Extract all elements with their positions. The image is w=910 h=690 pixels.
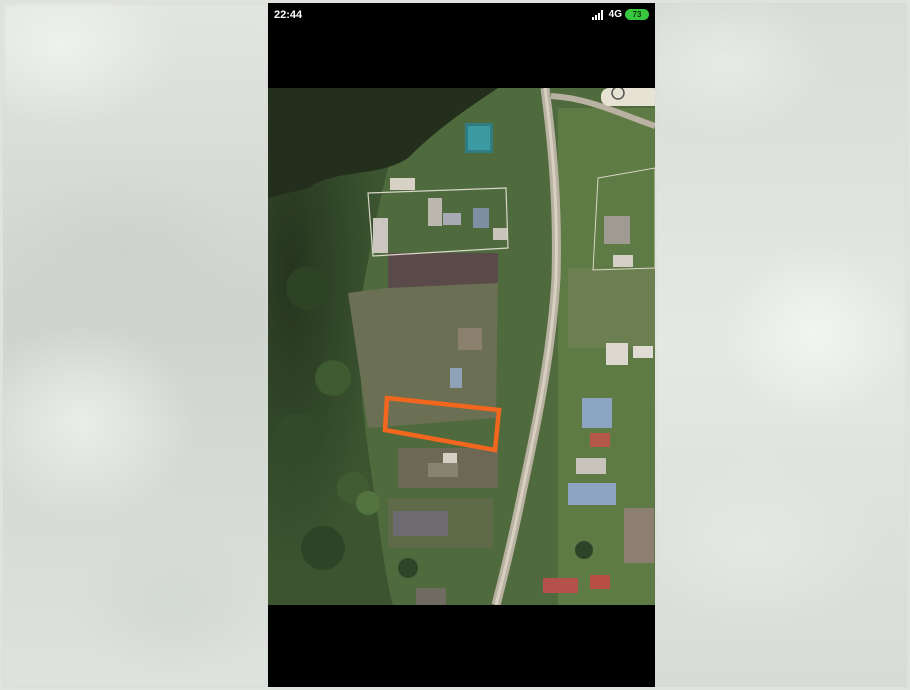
blurred-background-right — [655, 3, 907, 687]
phone-screen: 22:44 4G 73 — [268, 3, 655, 687]
status-indicators: 4G 73 — [591, 9, 649, 20]
battery-icon: 73 — [625, 9, 649, 20]
screenshot-frame: 22:44 4G 73 — [3, 3, 907, 687]
plot-outline-orange — [382, 395, 502, 453]
blurred-background-left — [3, 3, 268, 687]
network-type: 4G — [608, 9, 622, 20]
satellite-map-image[interactable] — [268, 88, 655, 605]
status-time: 22:44 — [274, 9, 303, 21]
cellular-signal-icon — [591, 9, 606, 20]
status-bar: 22:44 4G 73 — [268, 3, 655, 29]
battery-level: 73 — [632, 10, 642, 19]
satellite-map-drawing — [268, 88, 655, 605]
